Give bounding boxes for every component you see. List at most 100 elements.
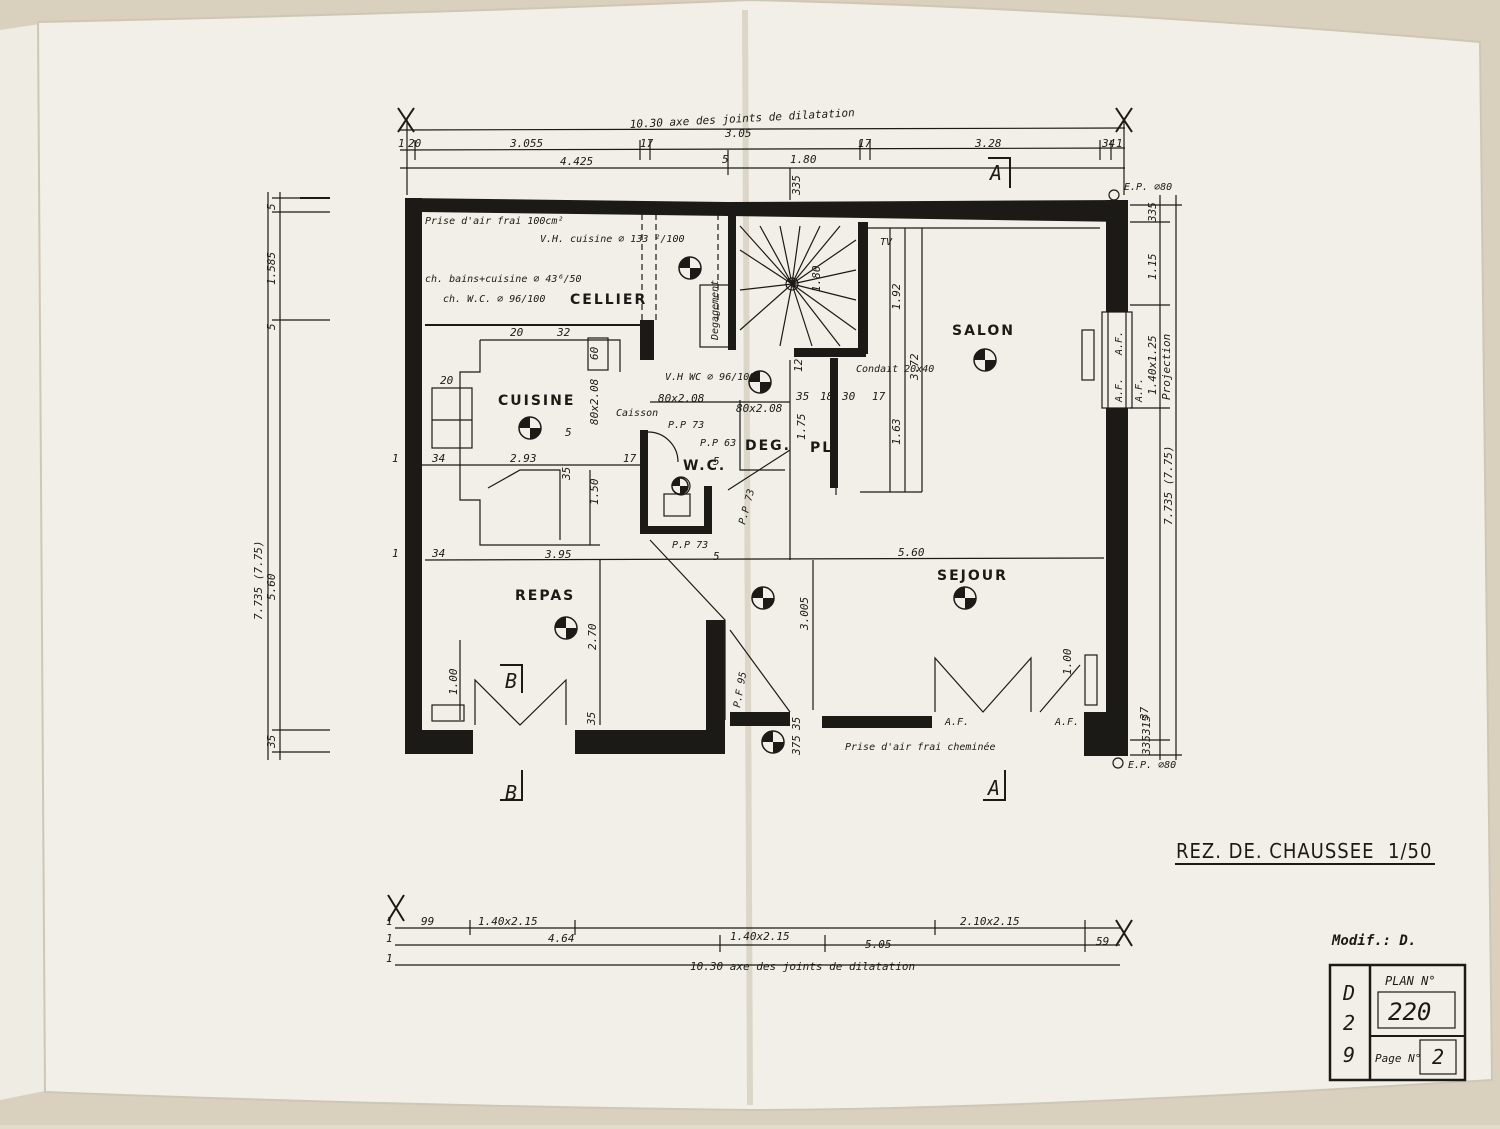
wall-wc-right	[704, 486, 712, 534]
bottom-dim: 1.40x2.15	[730, 930, 790, 943]
interior-dim: 35	[560, 467, 573, 481]
light-point-exterior	[761, 730, 785, 754]
wall-bottom-left	[405, 730, 473, 754]
section-b-bottom: B	[505, 781, 517, 805]
note-ch-wc: ch. W.C. ⌀ 96/100	[443, 294, 545, 305]
right-overall-dim: 7.735 (7.75)	[1162, 446, 1175, 525]
section-b-bottom-mark	[500, 770, 523, 801]
interior-dim: 80x2.08	[736, 402, 783, 415]
top-dim: 3.055	[509, 137, 543, 150]
bottom-dim: 1	[386, 915, 393, 928]
top-dim: 4.425	[560, 155, 593, 168]
line-sejour-axis	[424, 557, 1105, 561]
note-pp73-b: P.P 73	[672, 540, 708, 551]
plan-box-letter: 9	[1343, 1043, 1355, 1067]
top-dim: 20	[408, 137, 422, 150]
room-pl: PL	[810, 440, 833, 456]
sheet-scale: 1/50	[1388, 839, 1432, 863]
radiator-cuisine	[587, 337, 609, 371]
kitchen-sink	[431, 387, 473, 449]
staircase	[739, 225, 857, 347]
interior-dim: 17	[623, 452, 637, 465]
af-label: A.F.	[1114, 378, 1125, 403]
light-point-cellier	[678, 256, 702, 280]
note-condait: Condait 20x40	[856, 364, 934, 375]
interior-dim: 1.50	[588, 478, 601, 505]
radiator-sejour-left	[711, 649, 725, 709]
interior-dim: 20	[510, 326, 524, 339]
plan-number-box	[1328, 963, 1467, 1082]
right-dim: 335	[1146, 202, 1159, 223]
section-a-bottom-mark	[983, 770, 1006, 801]
wall-stair-left	[728, 210, 736, 350]
page-number-label: Page N°	[1375, 1052, 1421, 1065]
left-dim: 5	[265, 203, 278, 210]
section-a-bottom: A	[986, 776, 1000, 800]
interior-dim: 1.92	[890, 283, 903, 310]
room-deg: DEG.	[745, 438, 791, 454]
wall-bottom-jog	[706, 620, 725, 754]
af-label: A.F.	[1134, 378, 1145, 403]
interior-dim: 1.80	[810, 265, 823, 292]
radiator-repas	[431, 704, 465, 722]
interior-dim: 35	[585, 712, 598, 726]
right-dim: 335	[1140, 735, 1153, 756]
boiler-box	[699, 284, 731, 348]
right-dim: Projection	[1160, 334, 1173, 400]
wall-wc-left	[640, 430, 648, 534]
interior-dim: 1.00	[1061, 648, 1074, 675]
right-dim: 315	[1140, 715, 1153, 736]
interior-dim: 1	[392, 452, 399, 465]
interior-dim: 20	[440, 374, 454, 387]
kitchen-counter	[459, 339, 621, 546]
light-point-salon	[973, 348, 997, 372]
room-wc: W.C.	[683, 458, 726, 474]
interior-dim: 18	[820, 390, 834, 403]
interior-dim: 5	[565, 426, 572, 439]
interior-dim: 37	[1138, 706, 1151, 721]
bottom-dim: 1	[386, 932, 393, 945]
bottom-overall-dim: 10.30 axe des joints de dilatation	[690, 960, 915, 973]
top-dim: 1	[1116, 137, 1123, 150]
ep-downpipe-bottom	[1112, 757, 1124, 769]
top-dim: 3.28	[974, 137, 1002, 150]
page-number: 2	[1432, 1045, 1444, 1069]
radiator-sejour	[1084, 654, 1098, 706]
kitchen-counter-corner	[487, 469, 561, 540]
salon-window	[1101, 311, 1133, 409]
interior-dim: 5	[713, 455, 720, 468]
note-degagement: Degagement	[710, 280, 721, 341]
interior-dim: 34	[431, 452, 445, 465]
room-sejour: SEJOUR	[937, 568, 1008, 584]
left-dim: 1.585	[265, 252, 278, 285]
interior-dim: 1	[392, 547, 399, 560]
ep-top-label: E.P. ⌀80	[1124, 182, 1172, 193]
interior-dim: 80x2.08	[658, 392, 705, 405]
left-dim: 5.60	[265, 573, 278, 600]
af-label: A.F.	[1114, 331, 1125, 356]
wall-right-lower	[1106, 408, 1128, 756]
wall-top-left	[405, 198, 728, 216]
plan-box-letter: 2	[1343, 1011, 1355, 1035]
window-repas	[474, 678, 567, 726]
page-number-inner	[1419, 1039, 1457, 1075]
paper-sheet	[36, 0, 1494, 1112]
wall-bottom-mid	[575, 730, 725, 754]
interior-dim: 30	[841, 390, 856, 403]
section-a-top-mark	[988, 157, 1011, 188]
plan-number-label: PLAN N°	[1385, 974, 1436, 988]
sheet-title: REZ. DE. CHAUSSEE	[1176, 839, 1374, 863]
note-vh-cuisine: V.H. cuisine ⌀ 133 ²/100	[540, 234, 685, 245]
note-pp63: P.P 63	[700, 438, 736, 449]
left-dim: 5	[265, 323, 278, 330]
wall-bottom-right-a	[730, 712, 790, 726]
door-swing-line	[727, 449, 791, 491]
wall-right-upper	[1106, 200, 1128, 312]
room-repas: REPAS	[515, 588, 575, 604]
light-point-deg	[748, 370, 772, 394]
bottom-dim: 5.05	[865, 938, 892, 951]
top-dim: 3.05	[724, 127, 752, 140]
modif-label: Modif.: D.	[1331, 933, 1416, 949]
af-label: A.F.	[1054, 717, 1079, 728]
paper-fold	[742, 9, 753, 1106]
